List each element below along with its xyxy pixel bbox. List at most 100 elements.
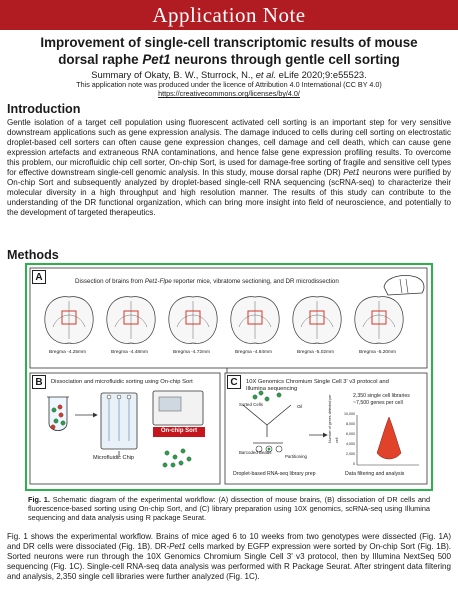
methods-paragraph: Fig. 1 shows the experimental workflow. … [7,532,451,582]
intro-text-1: Gentle isolation of a target cell popula… [7,118,451,177]
panel-c-title: 10X Genomics Chromium Single Cell 3' v3 … [246,379,389,393]
y-tick-label: 0 [353,462,355,466]
cell-dot [172,454,178,460]
coronal-sections [44,296,404,344]
intro-heading: Introduction [7,102,81,116]
label-sorted-cells: Sorted Cells [239,402,263,407]
cell-dot [53,418,59,424]
title-line-2-pre: dorsal raphe [58,51,143,67]
summary-etal: et al. [255,69,277,80]
cell-dot [57,404,63,410]
label-oil: Oil [297,404,303,409]
figure-1-graphic [29,267,428,485]
figure-caption: Fig. 1. Schematic diagram of the experim… [28,495,430,522]
panel-c-title-1: 10X Genomics Chromium Single Cell 3' v3 … [246,379,389,385]
licence-note: This application note was produced under… [76,80,382,89]
methods-gene: Pet1 [169,541,186,551]
methods-text-2: cells marked by EGFP expression were sor… [7,541,451,581]
methods-heading: Methods [7,248,59,262]
article-title: Improvement of single-cell transcriptomi… [8,35,450,68]
coronal-section [230,296,280,344]
bregma-label: Bregma -4.48mm [111,350,149,355]
coronal-section [44,296,94,344]
bregma-label: Bregma -5.20mm [359,350,397,355]
y-tick-label: 8,000 [346,422,355,426]
coronal-section [168,296,218,344]
foot-right: Data filtering and analysis [345,471,405,477]
dr-roi-box [371,310,387,325]
cell-dot [264,396,270,402]
foot-left: Droplet-based RNA-seq library prep [233,471,316,477]
dr-roi-box [185,310,201,325]
stat-libraries: 2,350 single cell libraries [353,393,410,399]
dr-roi-box [61,310,77,325]
bregma-label: Bregma -5.02mm [297,350,335,355]
bregma-label: Bregma -4.84mm [235,350,273,355]
stat-genes: ~7,500 genes per cell [353,400,403,406]
panel-b-label: B [32,375,46,389]
panel-c-label: C [227,375,241,389]
methods-text-1: Fig. 1 shows the experimental workflow. … [7,532,451,551]
banner-title: Application Note [0,0,458,30]
sorted-cells [162,448,192,468]
cell-dot [178,460,184,466]
licence-link[interactable]: https://creativecommons.org/licenses/by/… [158,89,300,98]
dissociation-tube-icon [47,396,69,431]
cell-dot [164,450,170,456]
cell-dot [180,448,186,454]
coronal-section [106,296,156,344]
y-tick-label: 4,000 [346,442,355,446]
cell-dot [58,412,64,418]
plot-y-label: Number of genes detected per cell [328,394,339,443]
dr-roi-box [123,310,139,325]
cell-dot [170,462,176,468]
microfluidic-chip-icon [100,392,138,450]
brand-label: On-chip Sort [160,428,198,434]
cell-dot [50,424,56,430]
panel-a-title-post: reporter mice, vibratome sectioning, and… [171,278,339,285]
label-partitioning: Partitioning [285,454,307,459]
title-gene: Pet1 [142,51,171,67]
cell-dot [252,394,258,400]
label-barcoded-beads: Barcoded Beads [239,450,272,455]
cell-dot [60,420,66,426]
y-tick-label: 10,000 [344,412,355,416]
figure-1-frame: A Dissection of brains from Pet1-Flpe re… [25,263,433,491]
panel-b-title: Dissociation and microfluidic sorting us… [51,379,193,385]
cell-dot [276,392,282,398]
coronal-section [354,296,404,344]
title-line-2-post: neurons through gentle cell sorting [170,51,400,67]
cell-dot [51,407,57,413]
dr-roi-box [309,310,325,325]
droplet-partitioning-icon [242,404,292,453]
dr-roi-box [247,310,263,325]
coronal-section [292,296,342,344]
panel-a-title-pre: Dissection of brains from [75,278,145,285]
cell-dot [186,456,192,462]
title-line-1: Improvement of single-cell transcriptomi… [40,35,418,50]
caption-text: Schematic diagram of the experimental wo… [28,495,430,522]
bregma-label: Bregma -4.72mm [173,350,211,355]
cell-dot [162,462,168,468]
chip-label: Microfluidic Chip [93,455,135,461]
panel-a-label: A [32,270,46,284]
panel-a-title: Dissection of brains from Pet1-Flpe repo… [75,278,339,285]
dissociated-cells [50,404,66,430]
summary-journal: eLife 2020;9:e55523. [276,69,367,80]
caption-label: Fig. 1. [28,495,50,504]
summary-authors: Summary of Okaty, B. W., Sturrock, N., [91,69,256,80]
summary-citation: Summary of Okaty, B. W., Sturrock, N., e… [8,69,450,80]
intro-text-2: neurons were purified by On-chip Sort an… [7,167,451,217]
y-tick-label: 2,000 [346,452,355,456]
panel-a-title-gene: Pet1-Flpe [144,278,172,285]
intro-gene: Pet1 [343,167,360,177]
bregma-label: Bregma -4.25mm [49,350,87,355]
genes-per-cell-plot [356,415,419,466]
on-chip-sort-instrument [152,390,205,437]
partition-cells [252,390,282,402]
intro-paragraph: Gentle isolation of a target cell popula… [7,118,451,218]
cell-dot [258,390,264,396]
y-tick-label: 6,000 [346,432,355,436]
panel-c-title-2: Illumina sequencing [246,386,298,392]
brain-sagittal-icon [383,275,425,296]
